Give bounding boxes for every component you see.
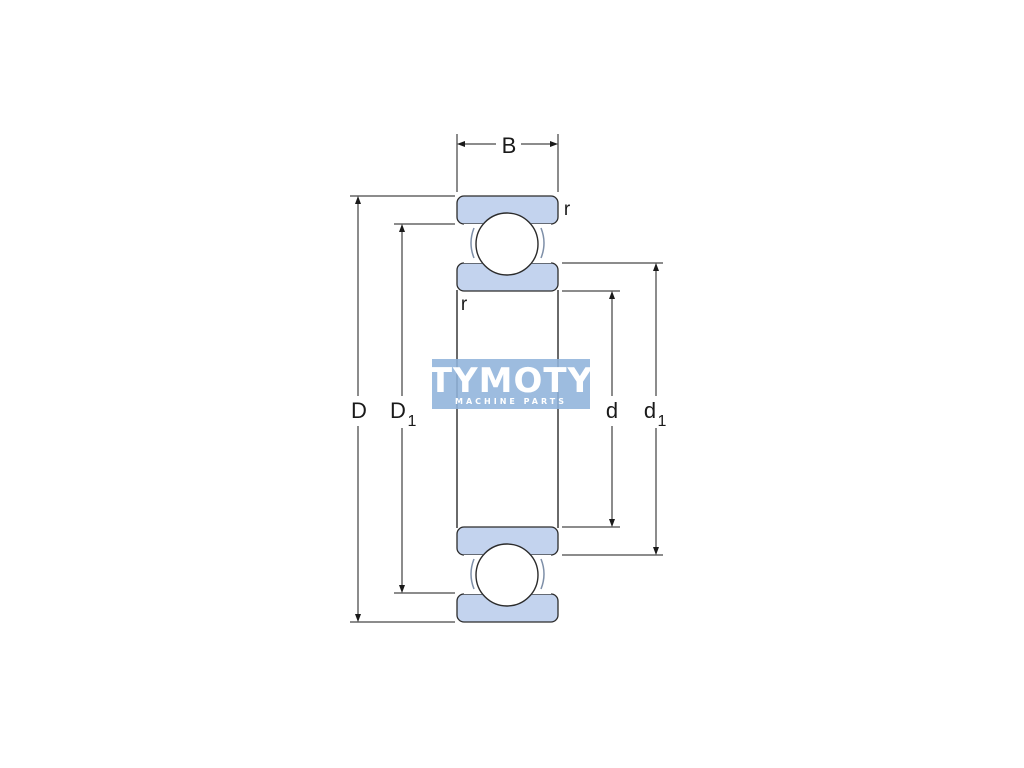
dimension-inner-shoulder: [562, 262, 663, 556]
bearing-top-section: [456, 195, 559, 292]
watermark-tagline: MACHINE PARTS: [455, 397, 567, 406]
ball-top: [475, 212, 539, 276]
width-label: B: [502, 133, 517, 158]
watermark-brand: TYMOTY: [429, 361, 593, 401]
inner-shoulder-label: d: [644, 398, 656, 423]
cage-right-top: [540, 227, 545, 259]
cage-left-bottom: [470, 558, 475, 590]
dimension-width: [456, 134, 559, 192]
bearing-bottom-section: [456, 526, 559, 623]
chamfer-label-inner: r: [461, 294, 468, 315]
dimension-bore: [562, 290, 620, 528]
inner-shoulder-subscript: 1: [658, 413, 667, 430]
outer-shoulder-label: D: [390, 398, 406, 423]
watermark-logo: TYMOTY MACHINE PARTS: [429, 359, 593, 409]
outer-diameter-label: D: [351, 398, 367, 423]
bore-diameter-label: d: [606, 398, 618, 423]
chamfer-label-top: r: [564, 199, 571, 220]
watermark-background: [432, 359, 590, 409]
cage-left-top: [470, 227, 475, 259]
cage-right-bottom: [540, 558, 545, 590]
dimension-outer-diameter: [350, 195, 455, 623]
ball-bottom: [475, 543, 539, 607]
dimension-outer-shoulder: [394, 223, 455, 594]
outer-shoulder-subscript: 1: [408, 413, 417, 430]
